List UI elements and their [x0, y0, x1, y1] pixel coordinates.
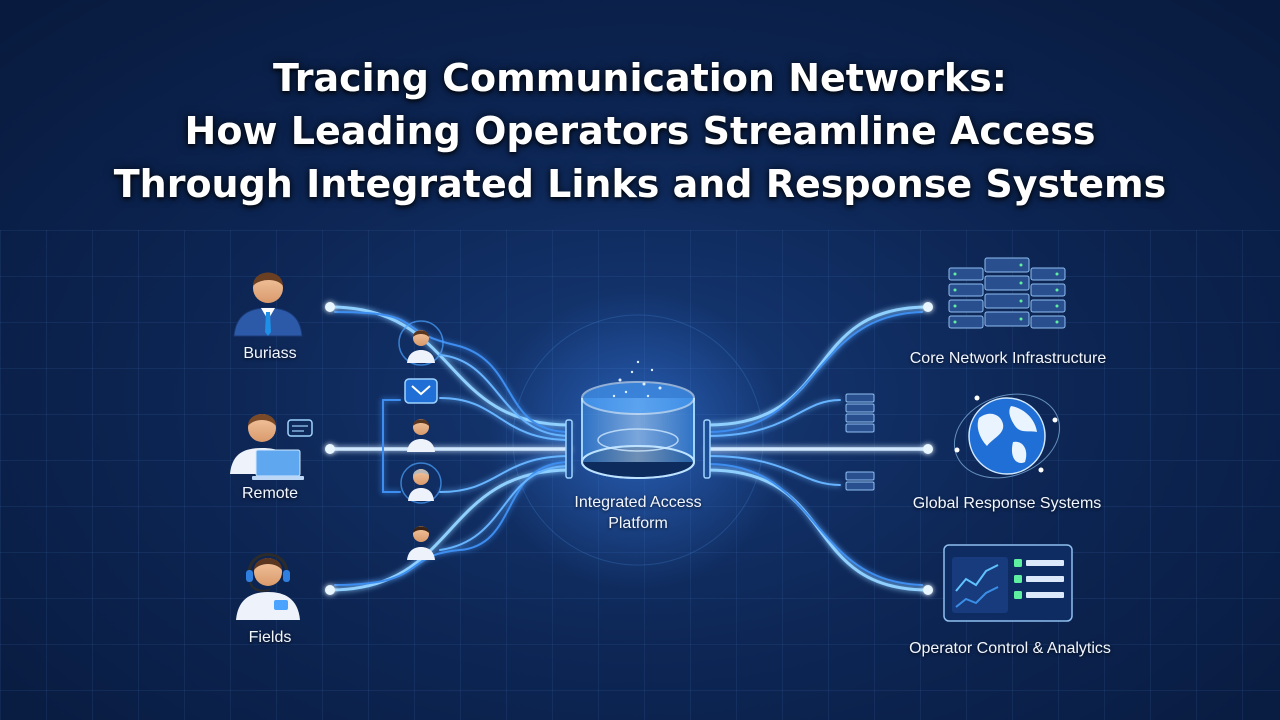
- server-rack-icon: [948, 257, 1066, 329]
- label-global-response: Global Response Systems: [912, 495, 1102, 512]
- small-server-2-icon: [845, 471, 875, 491]
- platform-cylinder-icon: [581, 360, 695, 479]
- left-connector-bracket: [565, 419, 573, 479]
- link-agent-3: [439, 455, 571, 493]
- label-core-network: Core Network Infrastructure: [909, 350, 1107, 367]
- link-server-small-2: [707, 455, 841, 486]
- label-platform-line2: Platform: [608, 515, 668, 532]
- title-line-3: Through Integrated Links and Response Sy…: [113, 162, 1167, 206]
- endpoint-dots: [325, 302, 933, 595]
- link-mail: [439, 397, 571, 441]
- label-fields: Fields: [248, 629, 292, 646]
- platform-ring: [512, 314, 764, 566]
- dot-core: [923, 302, 933, 312]
- title-line-2: How Leading Operators Streamline Access: [184, 109, 1096, 153]
- link-server-small-1: [707, 399, 841, 437]
- mail-icon: [404, 378, 438, 404]
- dot-analytics: [923, 585, 933, 595]
- left-connections: [328, 305, 572, 592]
- label-operator-control: Operator Control & Analytics: [909, 640, 1111, 657]
- agent-avatar-3-icon: [400, 462, 442, 504]
- dot-remote: [325, 444, 335, 454]
- dot-global: [923, 444, 933, 454]
- analytics-dashboard-icon: [943, 544, 1073, 622]
- agent-avatar-2-icon: [407, 419, 435, 452]
- globe-icon: [953, 393, 1061, 479]
- dot-fields: [325, 585, 335, 595]
- label-platform-line1: Integrated Access: [574, 494, 702, 511]
- link-business-3: [439, 354, 571, 437]
- title-line-1: Tracing Communication Networks:: [272, 56, 1007, 100]
- link-analytics-2: [707, 463, 923, 586]
- right-connections: [706, 305, 930, 592]
- link-core-2: [707, 311, 923, 433]
- link-remote-branch: [382, 399, 401, 493]
- link-fields-main: [328, 468, 572, 592]
- field-agent-headset-icon: [236, 553, 300, 620]
- link-business-2: [334, 311, 571, 433]
- dot-business: [325, 302, 335, 312]
- link-core-main: [706, 305, 930, 427]
- agent-avatar-1-icon: [398, 320, 444, 366]
- label-business: Buriass: [243, 345, 297, 362]
- small-server-1-icon: [845, 393, 875, 433]
- right-connector-bracket: [703, 419, 711, 479]
- business-person-icon: [233, 272, 303, 337]
- label-remote: Remote: [241, 485, 299, 502]
- page-title: Tracing Communication Networks: How Lead…: [0, 52, 1280, 211]
- remote-worker-laptop-icon: [230, 414, 313, 480]
- label-platform: Integrated Access Platform: [574, 492, 701, 534]
- agent-avatar-4-icon: [407, 526, 435, 560]
- link-fields-3: [439, 465, 571, 551]
